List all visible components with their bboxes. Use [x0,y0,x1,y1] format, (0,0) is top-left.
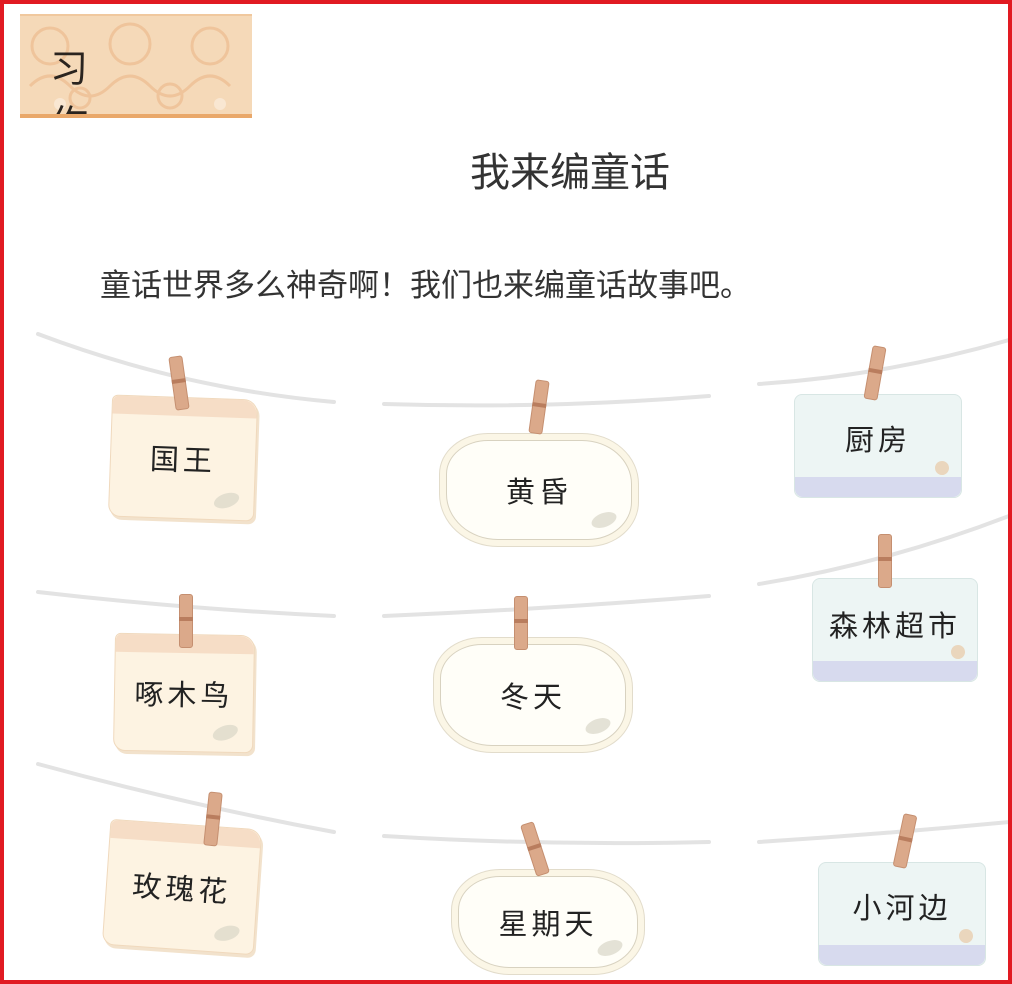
card-label: 小河边 [852,891,952,925]
clothespin-icon [514,596,528,650]
card-label: 黄昏 [505,475,572,509]
intro-text: 童话世界多么神奇啊！我们也来编童话故事吧。 [100,268,751,304]
word-card-winter: 冬天 [440,644,626,746]
word-card-dusk: 黄昏 [446,440,632,540]
card-label: 国王 [149,441,217,479]
star-icon [949,643,967,661]
word-card-woodpecker: 啄木鸟 [112,632,256,754]
word-card-kitchen: 厨房 [794,394,962,498]
star-icon [957,927,975,945]
card-label: 厨房 [844,423,911,457]
leaf-icon [589,508,619,532]
card-label: 星期天 [498,907,598,941]
leaf-icon [595,936,625,960]
clothespin-icon [878,534,892,588]
leaf-icon [583,714,613,738]
section-banner: 习 作 [20,14,252,118]
leaf-icon [212,922,242,944]
card-label: 啄木鸟 [134,677,234,713]
banner-label: 习 作 [50,47,129,114]
star-icon [933,459,951,477]
clothespin-icon [528,379,550,435]
page-title: 我来编童话 [470,150,670,196]
leaf-icon [210,721,240,744]
word-card-riverside: 小河边 [818,862,986,966]
word-card-king: 国王 [107,394,259,522]
card-label: 玫瑰花 [131,868,233,910]
banner-pattern [28,22,232,110]
card-label: 冬天 [499,680,566,714]
word-card-rose: 玫瑰花 [101,818,263,956]
word-card-sunday: 星期天 [458,876,638,968]
leaf-icon [212,489,242,512]
clothespin-icon [863,345,887,401]
card-label: 森林超市 [828,609,961,643]
clothespin-icon [519,821,551,877]
word-card-forest-supermarket: 森林超市 [812,578,978,682]
clothespin-icon [892,813,918,869]
clothespin-icon [179,594,193,648]
